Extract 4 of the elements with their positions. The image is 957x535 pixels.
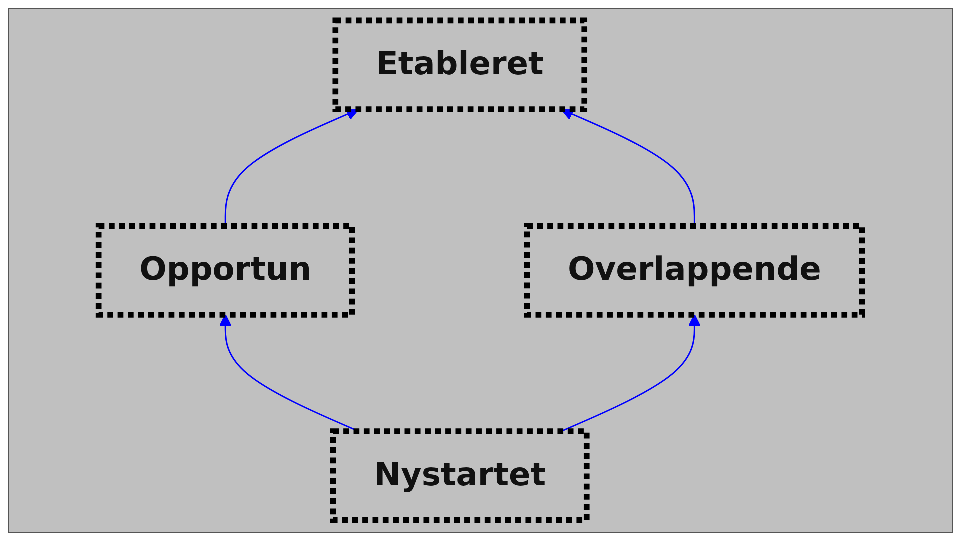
node-box: Etableret — [332, 18, 588, 112]
node-box: Overlappende — [524, 223, 866, 318]
node-box: Nystartet — [330, 428, 590, 524]
node-box: Opportun — [96, 223, 356, 318]
